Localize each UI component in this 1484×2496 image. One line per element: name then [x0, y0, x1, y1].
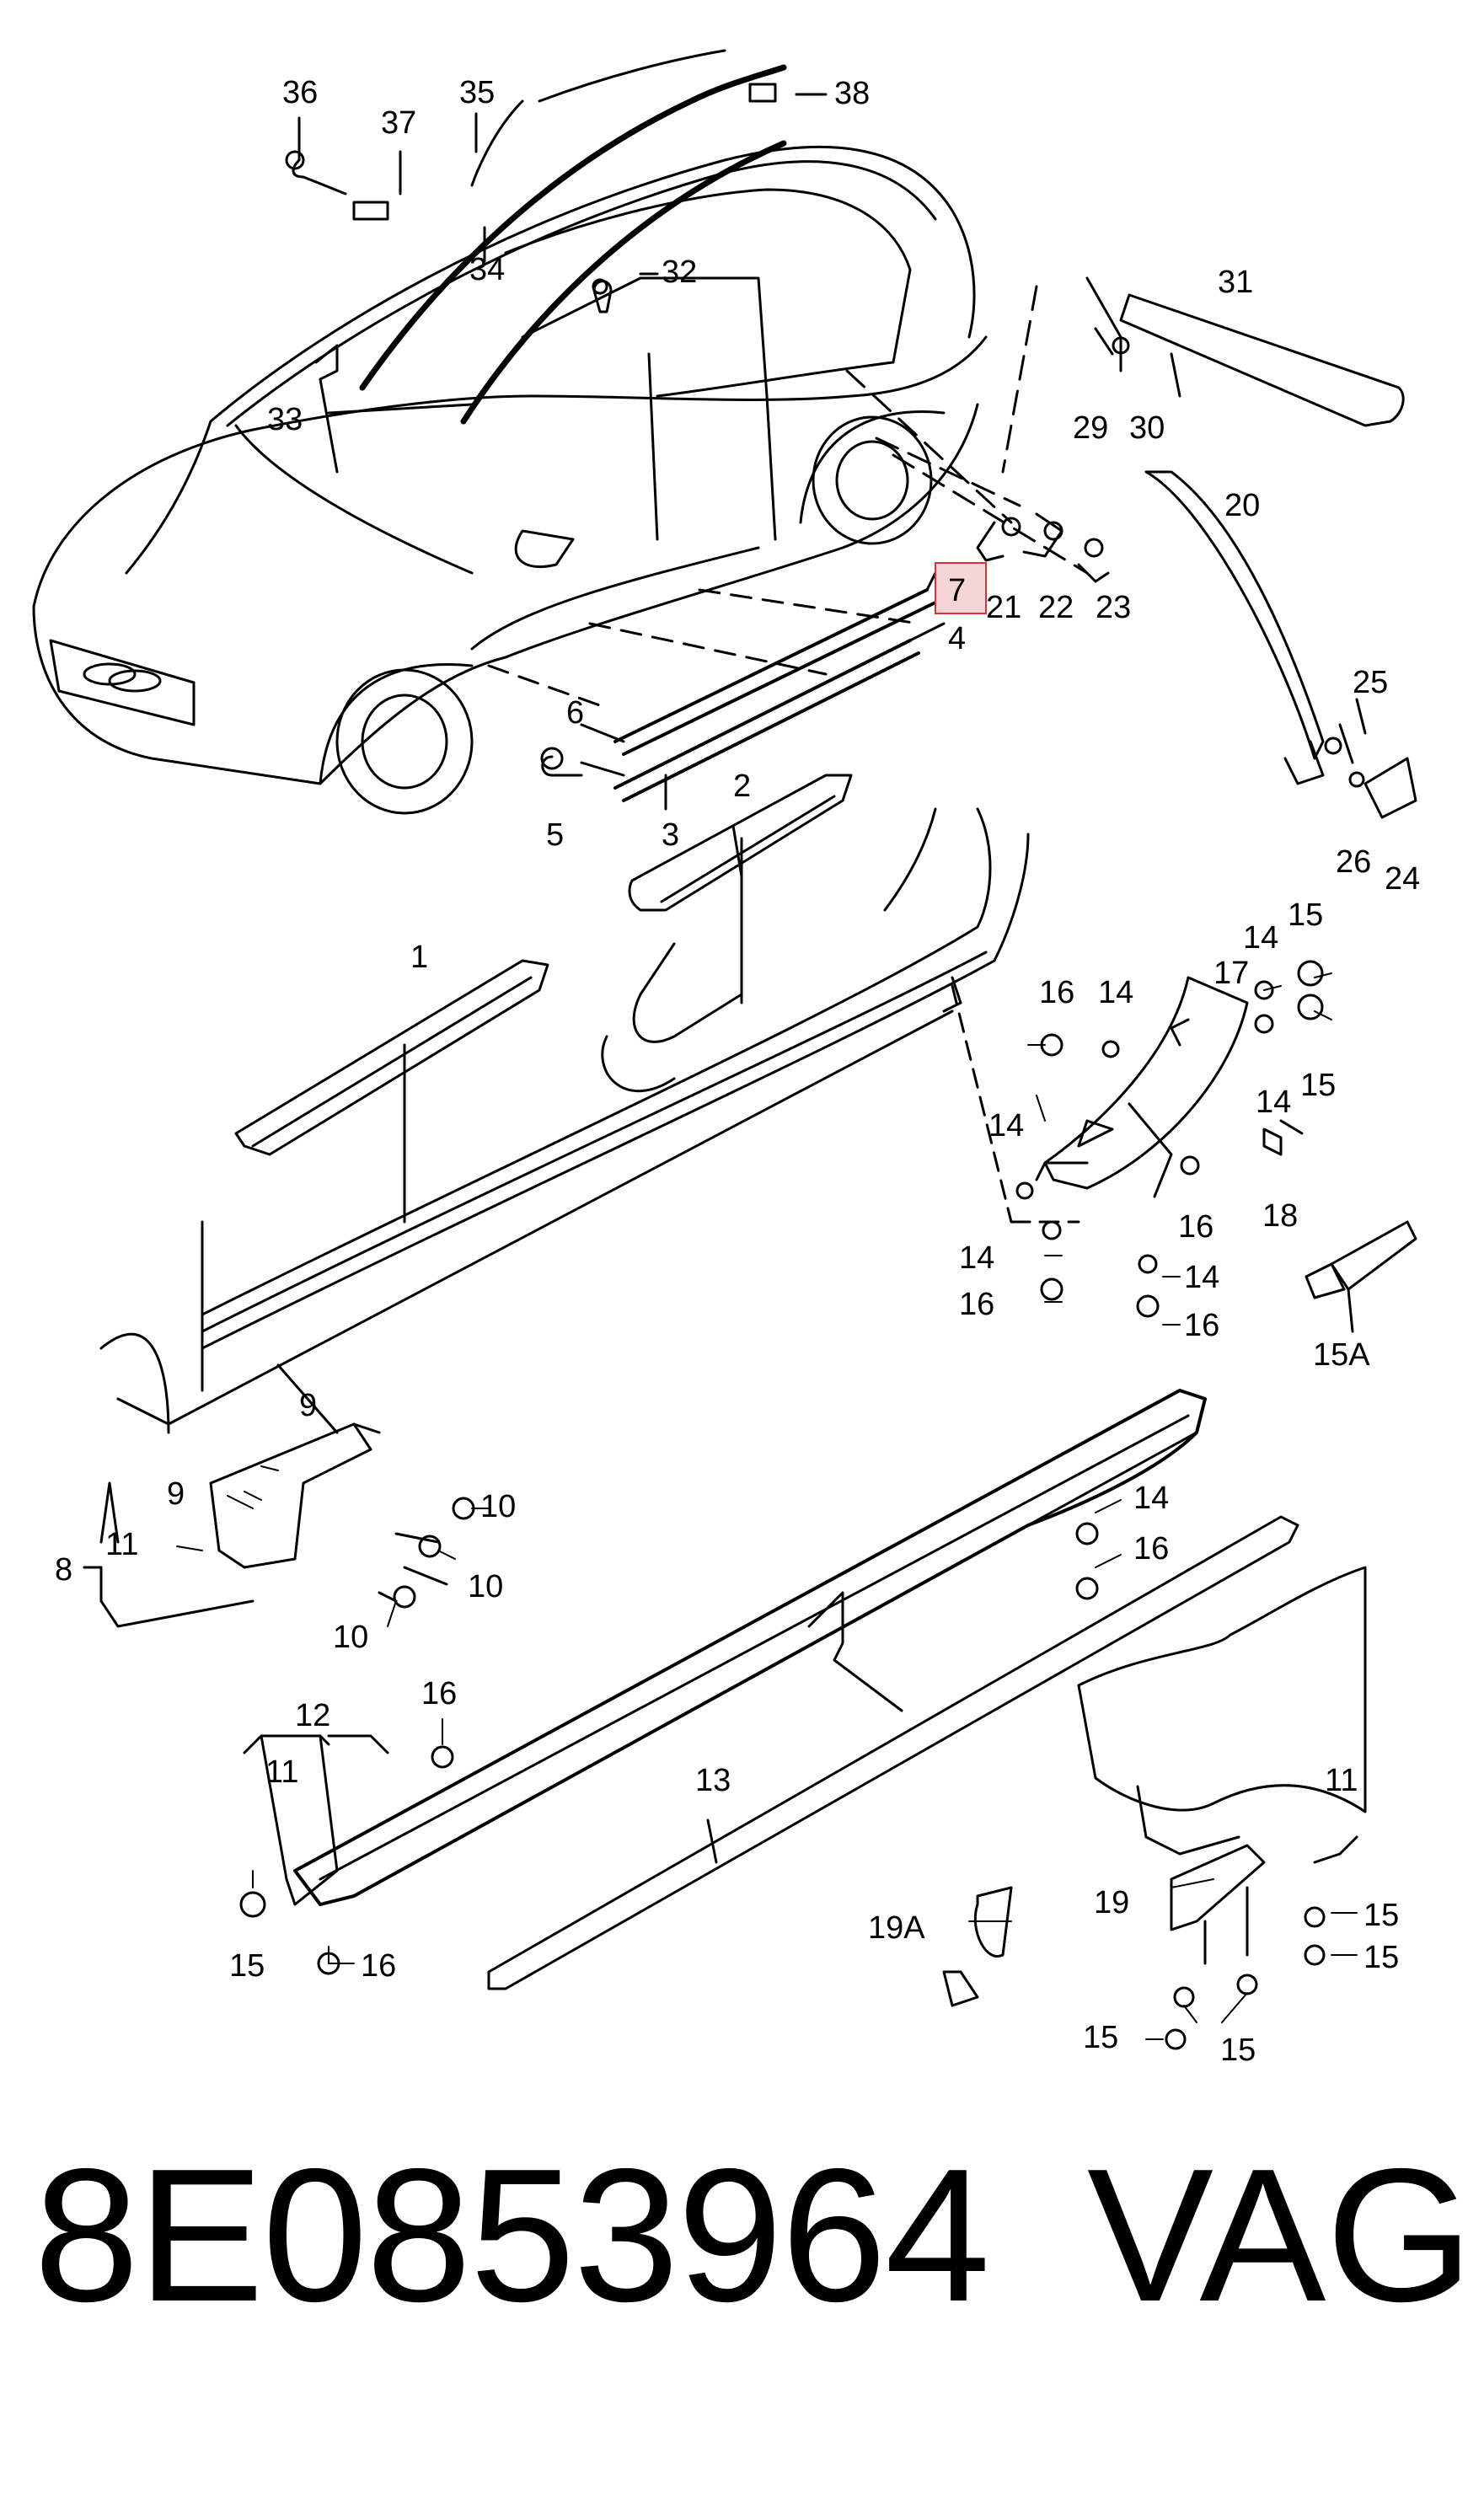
highlight-box	[935, 562, 987, 614]
label-14-a: 14	[1243, 920, 1278, 956]
label-16-c: 16	[959, 1287, 994, 1322]
label-6: 6	[566, 695, 584, 731]
label-21: 21	[986, 590, 1021, 625]
label-15-c: 15	[229, 1948, 265, 1984]
label-35: 35	[459, 75, 495, 110]
label-12: 12	[295, 1698, 330, 1733]
label-14-b: 14	[1098, 975, 1133, 1010]
label-15-b: 15	[1300, 1068, 1336, 1103]
label-16-b: 16	[1178, 1209, 1213, 1245]
label-16-a: 16	[1039, 975, 1074, 1010]
label-15-f: 15	[1083, 2020, 1118, 2055]
label-26: 26	[1336, 844, 1371, 880]
label-10-b: 10	[468, 1569, 503, 1604]
label-20: 20	[1224, 488, 1260, 523]
label-10-c: 10	[333, 1620, 368, 1655]
label-29: 29	[1073, 410, 1108, 446]
label-33: 33	[267, 402, 303, 437]
label-10-a: 10	[480, 1489, 516, 1524]
label-24: 24	[1385, 861, 1420, 897]
label-36: 36	[282, 75, 318, 110]
label-14-d: 14	[988, 1108, 1024, 1144]
label-25: 25	[1353, 665, 1388, 700]
label-30: 30	[1129, 410, 1165, 446]
label-5: 5	[546, 817, 564, 853]
part-number: 8E0853964	[34, 2129, 990, 2341]
fasteners	[239, 150, 1365, 2050]
label-37: 37	[381, 105, 416, 141]
label-19A: 19A	[868, 1910, 925, 1946]
label-leaders	[176, 972, 1358, 2040]
label-16-e: 16	[1133, 1531, 1169, 1567]
label-31: 31	[1218, 265, 1253, 300]
label-17: 17	[1213, 956, 1249, 991]
label-22: 22	[1038, 590, 1074, 625]
label-3: 3	[662, 817, 679, 853]
label-14-c: 14	[1256, 1085, 1291, 1120]
label-32: 32	[662, 254, 697, 290]
label-11-a: 11	[105, 1527, 138, 1562]
brand-name: VAG	[1087, 2129, 1474, 2341]
label-16-f: 16	[421, 1676, 457, 1711]
label-11-c: 11	[1325, 1763, 1358, 1798]
label-14-e: 14	[959, 1240, 994, 1276]
label-19: 19	[1094, 1885, 1129, 1920]
label-16-g: 16	[361, 1948, 396, 1984]
label-15-e: 15	[1363, 1940, 1399, 1975]
sill-area	[83, 807, 1417, 2007]
label-15-a: 15	[1288, 897, 1323, 933]
label-4: 4	[948, 621, 966, 656]
part-footer: 8E0853964 VAG	[0, 2140, 1484, 2393]
part-labels: 36 37 35 38 34 32 33 31 29 30 20 7 21 22…	[55, 75, 1420, 2068]
label-14-f: 14	[1184, 1260, 1219, 1295]
car-illustration	[32, 49, 988, 815]
label-34: 34	[469, 252, 505, 287]
label-9-a: 9	[299, 1388, 317, 1423]
label-1: 1	[410, 940, 428, 975]
label-16-d: 16	[1184, 1308, 1219, 1343]
label-9-b: 9	[167, 1476, 185, 1512]
label-38: 38	[834, 76, 870, 111]
label-15A: 15A	[1313, 1337, 1370, 1373]
label-14-g: 14	[1133, 1481, 1169, 1516]
label-23: 23	[1096, 590, 1131, 625]
label-11-b: 11	[265, 1754, 298, 1790]
label-7: 7	[948, 573, 966, 608]
label-2: 2	[733, 769, 751, 804]
label-15-d: 15	[1363, 1898, 1399, 1933]
label-13: 13	[695, 1763, 731, 1798]
label-15-g: 15	[1220, 2033, 1256, 2068]
label-8: 8	[55, 1552, 72, 1588]
leader-lines	[292, 83, 1417, 1004]
label-18: 18	[1262, 1198, 1298, 1234]
